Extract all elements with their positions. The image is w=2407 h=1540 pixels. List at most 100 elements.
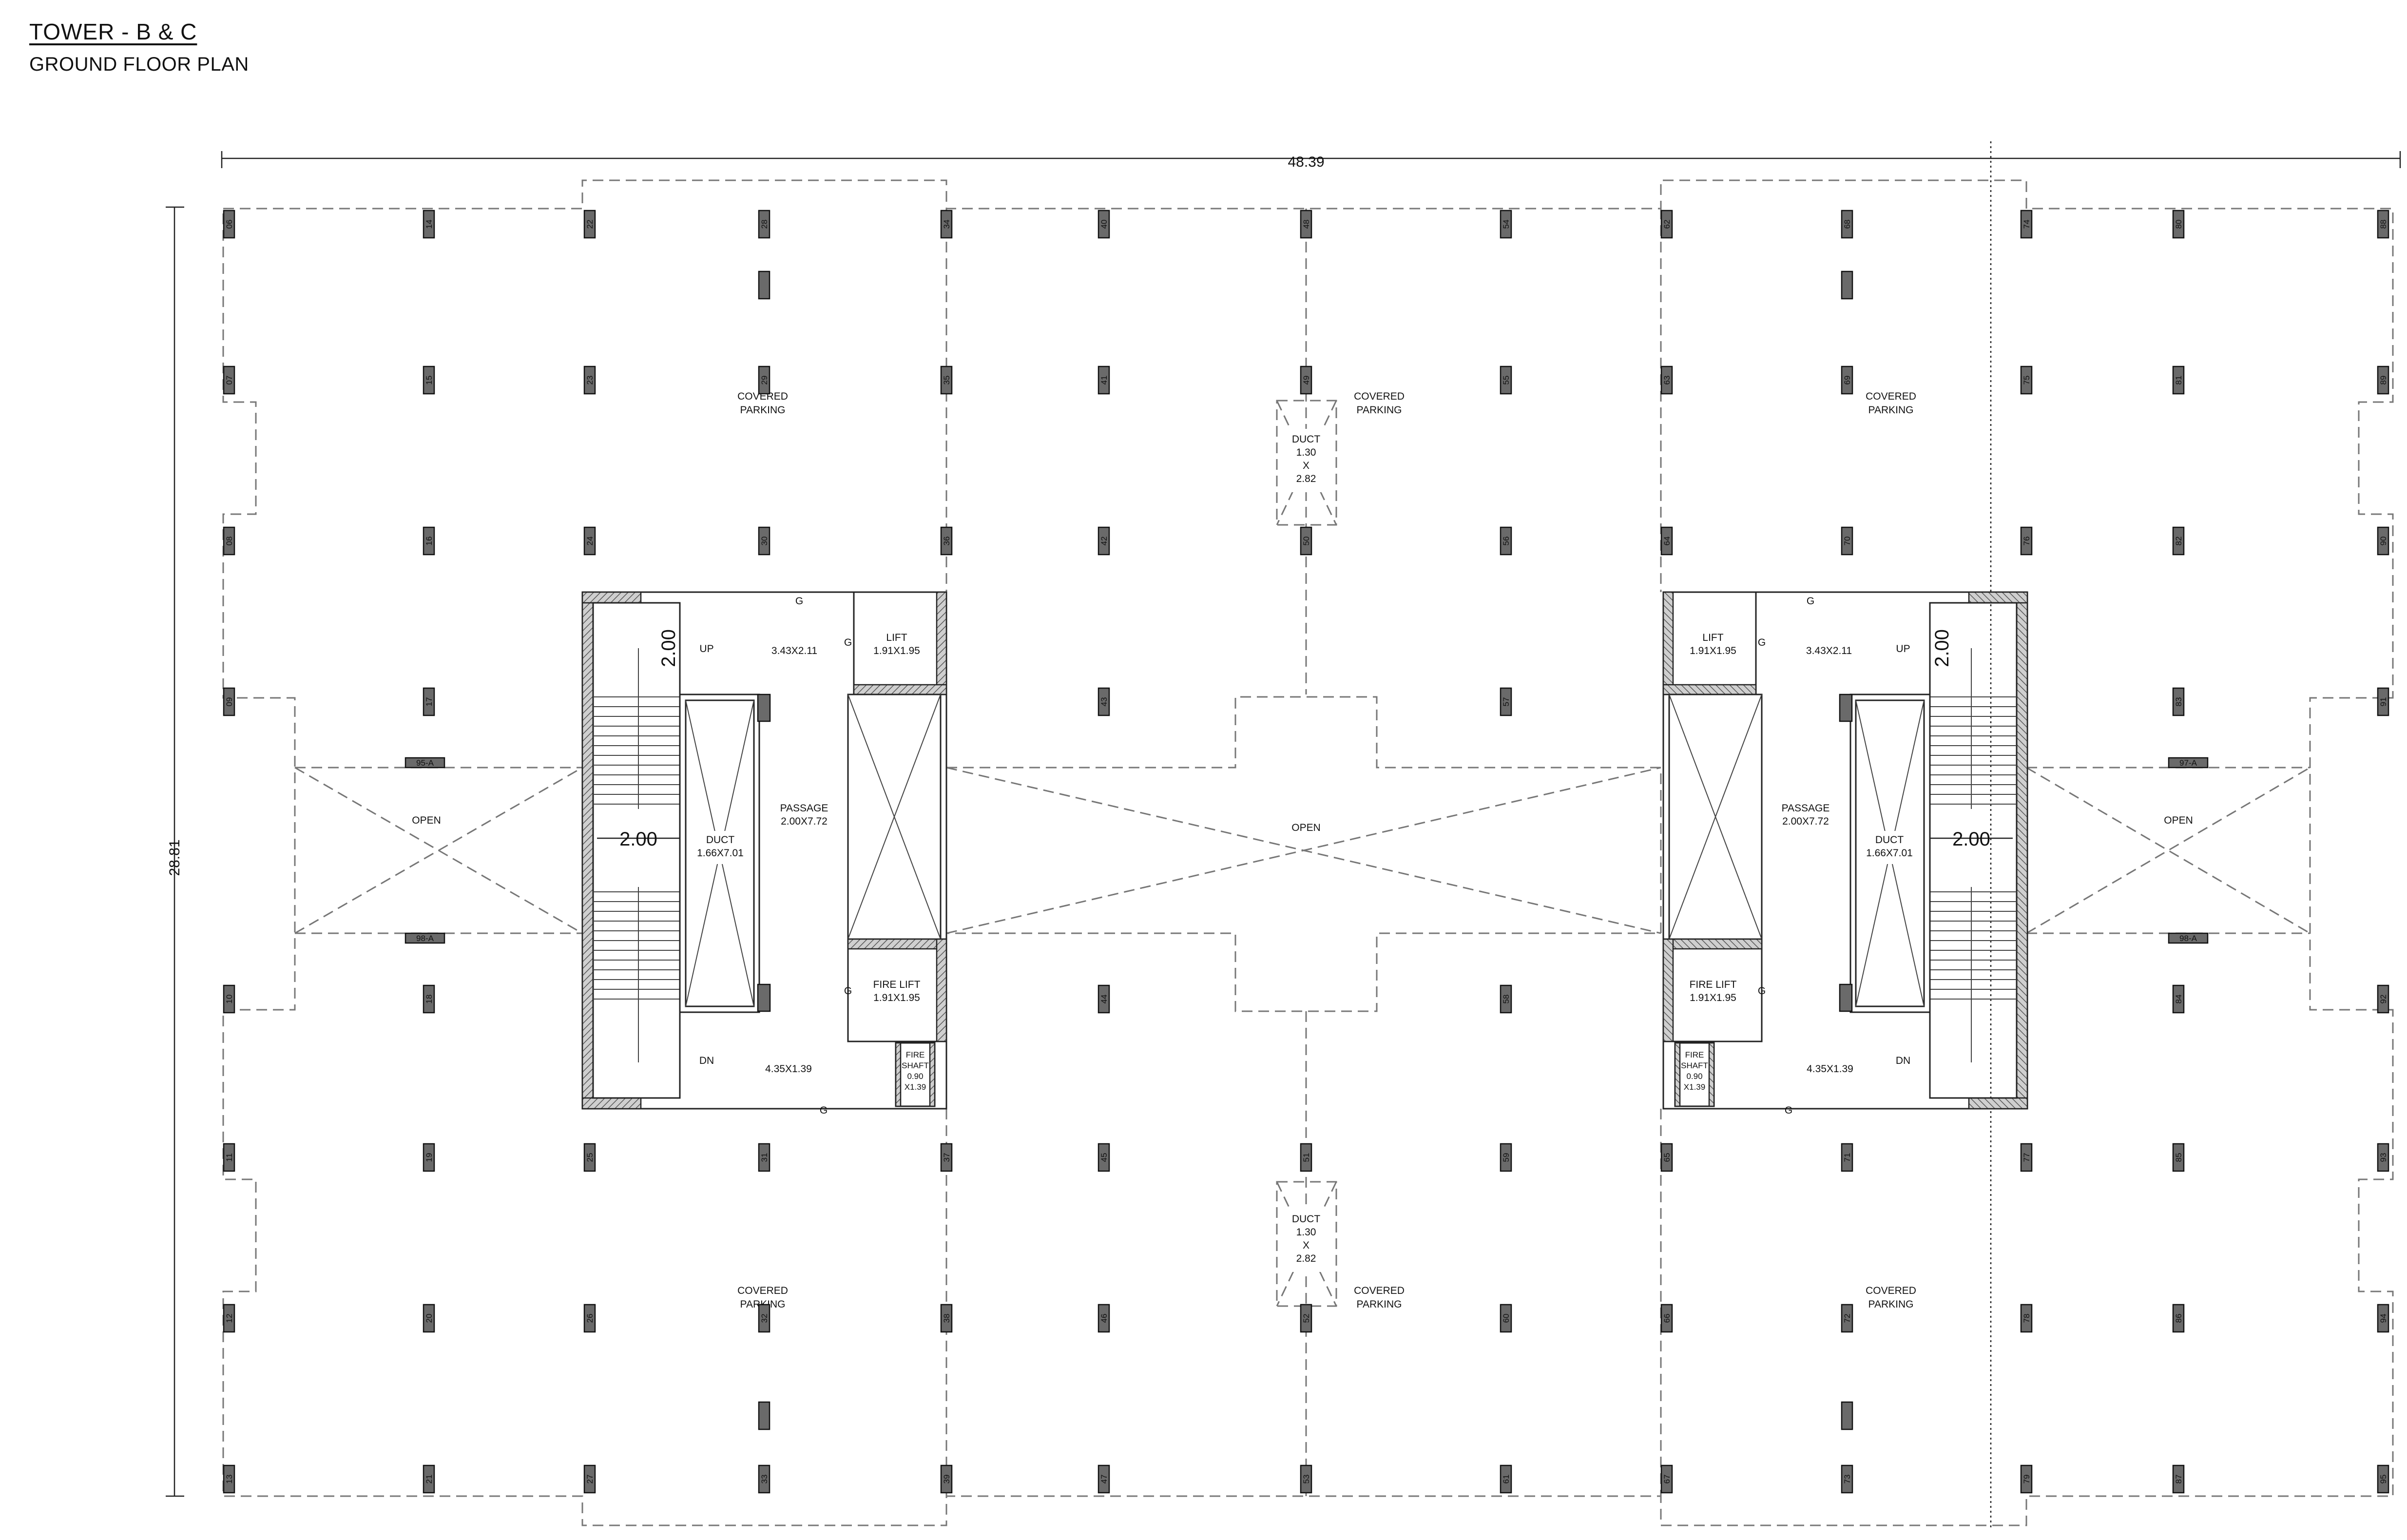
svg-text:COVERED: COVERED — [737, 1285, 788, 1296]
structural-column — [1841, 1401, 1853, 1430]
column-label: 65 — [1662, 1153, 1672, 1162]
svg-text:G: G — [820, 1105, 828, 1116]
column-label: 91 — [2379, 697, 2388, 707]
structural-column — [1841, 270, 1853, 300]
svg-text:PASSAGE: PASSAGE — [1782, 803, 1830, 814]
structural-column: 33 — [758, 1464, 770, 1494]
left-open-court: OPEN — [294, 767, 583, 934]
column-label: 25 — [585, 1153, 595, 1162]
structural-column: 70 — [1841, 526, 1853, 556]
column-label: 48 — [1302, 220, 1311, 229]
svg-text:COVERED: COVERED — [1354, 1285, 1405, 1296]
structural-column: 22 — [583, 210, 596, 239]
open-label-right: OPEN — [2164, 815, 2193, 826]
column-label: 61 — [1502, 1475, 1511, 1484]
structural-column: 76 — [2020, 526, 2033, 556]
left-core: 2.00 2.00 UP DN DUCT 1.66X7.01 PASSAGE 2… — [581, 591, 947, 1116]
svg-text:2.00: 2.00 — [1931, 629, 1953, 667]
column-label: 94 — [2379, 1314, 2388, 1323]
column-label: 29 — [760, 376, 769, 385]
svg-text:UP: UP — [1896, 643, 1910, 654]
svg-text:SHAFT: SHAFT — [1681, 1061, 1708, 1070]
column-label: 85 — [2174, 1153, 2183, 1162]
svg-text:PASSAGE: PASSAGE — [780, 803, 828, 814]
svg-text:DUCT: DUCT — [706, 834, 734, 846]
svg-text:FIRE: FIRE — [1685, 1050, 1704, 1059]
structural-columns: 0607080910111213141516171819202122232425… — [223, 210, 2389, 1494]
column-label: 37 — [942, 1153, 951, 1162]
svg-text:2.00: 2.00 — [619, 828, 657, 850]
structural-column: 47 — [1098, 1464, 1110, 1494]
svg-text:2.00X7.72: 2.00X7.72 — [1782, 816, 1829, 827]
column-label: 93 — [2379, 1153, 2388, 1162]
svg-text:COVERED: COVERED — [737, 391, 788, 402]
structural-column: 28 — [758, 210, 770, 239]
structural-column: 80 — [2172, 210, 2185, 239]
dimension-width-label: 48.39 — [1288, 154, 1324, 170]
structural-column: 65 — [1660, 1143, 1673, 1172]
svg-text:0.90: 0.90 — [907, 1072, 923, 1081]
column-label: 44 — [1099, 995, 1109, 1004]
structural-column: 35 — [940, 366, 953, 395]
column-label: 42 — [1099, 537, 1109, 546]
svg-text:2.00: 2.00 — [1952, 828, 1990, 850]
column-label: 33 — [760, 1475, 769, 1484]
structural-column: 29 — [758, 366, 770, 395]
structural-column: 26 — [583, 1304, 596, 1333]
column-label: 60 — [1502, 1314, 1511, 1323]
structural-column: 37 — [940, 1143, 953, 1172]
column-label: 86 — [2174, 1314, 2183, 1323]
svg-text:FIRE: FIRE — [906, 1050, 925, 1059]
structural-column: 88 — [2377, 210, 2389, 239]
structural-column: 13 — [223, 1464, 235, 1494]
svg-text:PARKING: PARKING — [1868, 1299, 1914, 1310]
duct-top: DUCT 1.30 X 2.82 — [1276, 400, 1337, 526]
structural-column: 68 — [1841, 210, 1853, 239]
structural-column: 48 — [1300, 210, 1312, 239]
column-label: 76 — [2022, 537, 2031, 546]
column-label: 92 — [2379, 995, 2388, 1004]
structural-column: 21 — [423, 1464, 435, 1494]
structural-column: 16 — [423, 526, 435, 556]
structural-column: 14 — [423, 210, 435, 239]
column-label: 40 — [1099, 220, 1109, 229]
svg-text:LIFT: LIFT — [886, 632, 907, 643]
structural-column: 77 — [2020, 1143, 2033, 1172]
column-label: 67 — [1662, 1475, 1672, 1484]
column-label: 36 — [942, 537, 951, 546]
column-label: 73 — [1843, 1475, 1852, 1484]
svg-text:G: G — [1758, 637, 1766, 648]
structural-column: 46 — [1098, 1304, 1110, 1333]
svg-text:1.30: 1.30 — [1296, 1227, 1316, 1238]
structural-column — [758, 270, 770, 300]
column-label: 32 — [760, 1314, 769, 1323]
svg-text:G: G — [844, 637, 852, 648]
svg-text:2.82: 2.82 — [1296, 473, 1316, 484]
svg-text:COVERED: COVERED — [1866, 391, 1916, 402]
column-label: 13 — [225, 1475, 234, 1484]
column-label: 30 — [760, 537, 769, 546]
svg-text:DN: DN — [699, 1055, 714, 1066]
structural-column: 42 — [1098, 526, 1110, 556]
svg-text:PARKING: PARKING — [740, 404, 786, 416]
structural-column: 24 — [583, 526, 596, 556]
svg-text:DUCT: DUCT — [1292, 434, 1320, 445]
column-label: 72 — [1843, 1314, 1852, 1323]
column-label: 06 — [225, 220, 234, 229]
svg-text:DUCT: DUCT — [1292, 1213, 1320, 1225]
structural-column: 62 — [1660, 210, 1673, 239]
column-label: 49 — [1302, 376, 1311, 385]
svg-text:LIFT: LIFT — [1702, 632, 1723, 643]
column-label: 83 — [2174, 697, 2183, 707]
structural-column: 27 — [583, 1464, 596, 1494]
structural-column: 45 — [1098, 1143, 1110, 1172]
svg-text:G: G — [1785, 1105, 1792, 1116]
column-label: 19 — [424, 1153, 434, 1162]
column-label: 90 — [2379, 537, 2388, 546]
structural-column: 63 — [1660, 366, 1673, 395]
column-label: 70 — [1843, 537, 1852, 546]
column-label: 08 — [225, 537, 234, 546]
structural-column: 84 — [2172, 984, 2185, 1014]
column-label: 15 — [424, 376, 434, 385]
structural-column: 51 — [1300, 1143, 1312, 1172]
